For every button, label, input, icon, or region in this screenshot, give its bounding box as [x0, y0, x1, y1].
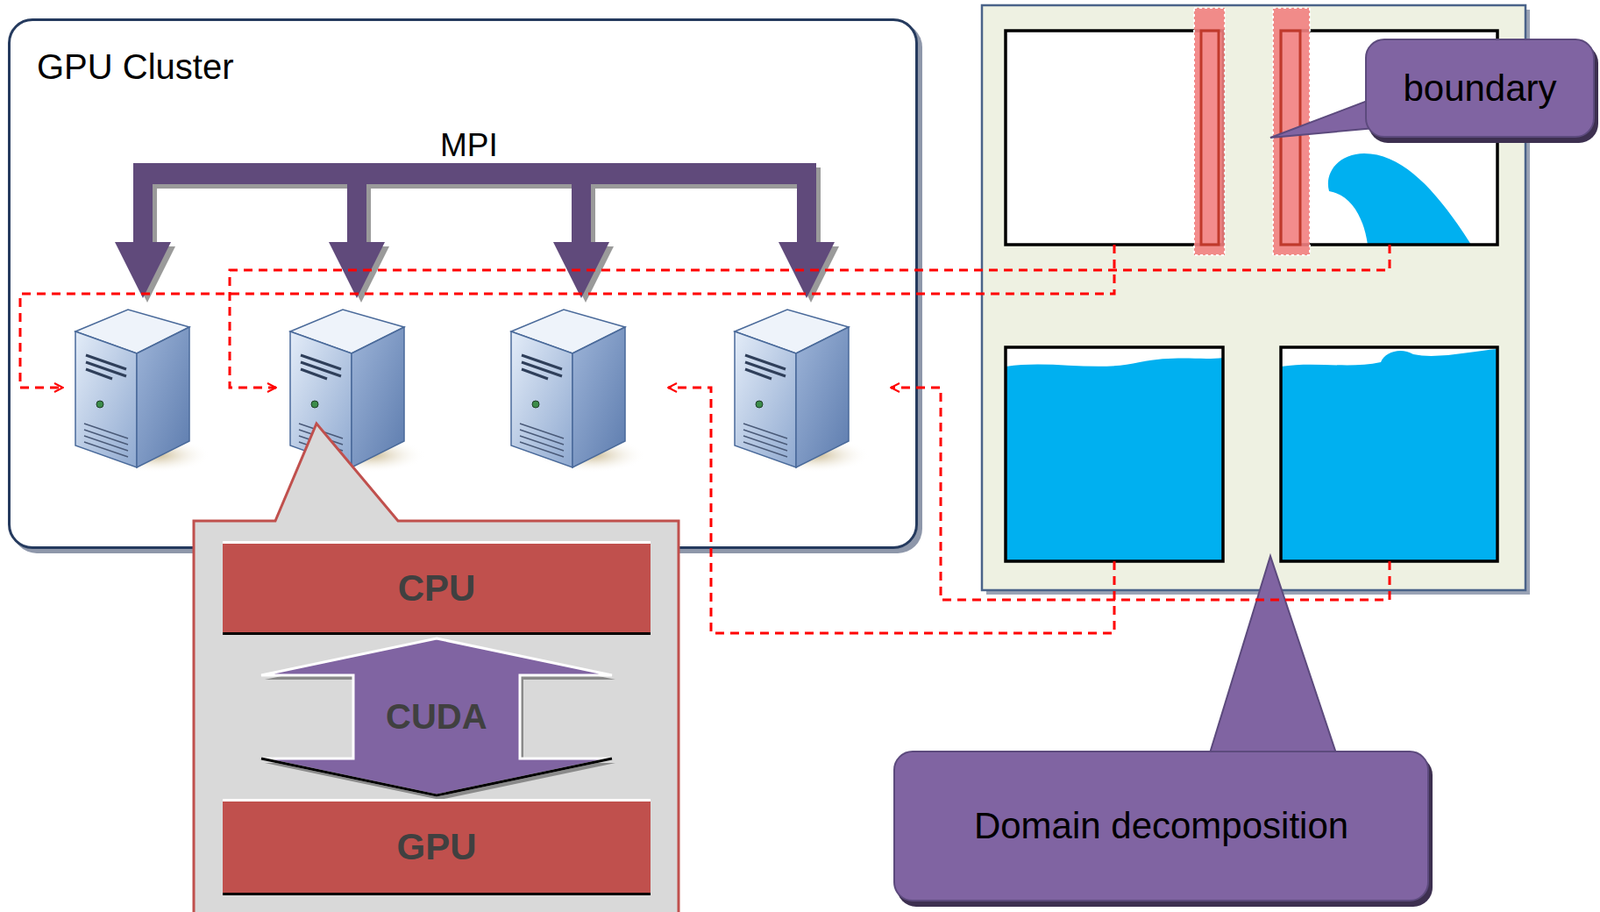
gpu-box: GPU [222, 798, 651, 896]
arrow-edge [261, 758, 612, 796]
bus-label: MPI [440, 127, 498, 164]
server-icon [511, 309, 647, 473]
server-icon [734, 309, 870, 473]
callout-pointer [1208, 555, 1337, 756]
node-text: GPU Cluster [36, 47, 235, 86]
wave [1328, 153, 1472, 245]
arrow-body [261, 638, 612, 796]
double-arrow [261, 638, 616, 800]
domain-panel [981, 5, 1526, 591]
server-icon [75, 309, 211, 473]
callout-box: boundary [1365, 38, 1595, 138]
node-text: boundary [1402, 67, 1557, 110]
callout-box: Domain decomposition [893, 750, 1430, 902]
callout-pointer [1270, 99, 1375, 138]
subdomain [1005, 347, 1224, 562]
mpi-bus [114, 163, 835, 299]
cpu-box: CPU [222, 540, 651, 635]
bus-shadow [119, 167, 840, 303]
edge-label: CUDA [382, 696, 491, 737]
water [1005, 357, 1224, 562]
node-text: CPU [398, 567, 477, 610]
subdomain [1280, 347, 1498, 562]
subdomain [1280, 30, 1498, 245]
mapping-lines [20, 244, 1390, 633]
subdomain-borders [1005, 30, 1498, 562]
node-text: Domain decomposition [974, 804, 1349, 847]
water [1280, 348, 1498, 562]
subdomain [1005, 30, 1224, 245]
node-text: GPU [396, 825, 477, 868]
zoom-callout [193, 423, 679, 912]
